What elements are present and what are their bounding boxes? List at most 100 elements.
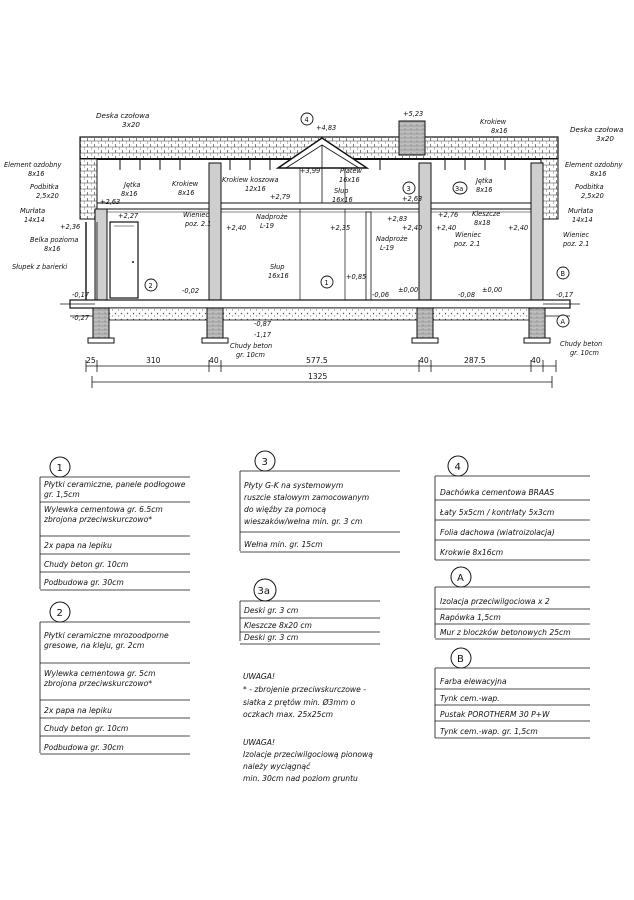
legend-1-row2-b: zbrojona przeciwskurczowo*: [43, 515, 152, 524]
note-2-line3: min. 30cm nad poziom gruntu: [243, 774, 358, 783]
marker-A-drawing: A: [561, 318, 566, 326]
label-podbitka-left: Podbitka: [30, 183, 59, 191]
label-krokiew-koszowa: Krokiew koszowa: [222, 176, 278, 184]
legend-A-marker: A: [457, 573, 464, 584]
level-276: +2,76: [438, 211, 458, 219]
label-belka-pozioma: Belka pozioma: [30, 236, 78, 244]
drawing-labels: Deska czołowa 3x20 Deska czołowa 3x20 El…: [4, 111, 623, 359]
label-wieniec-1: Wieniec: [183, 211, 209, 219]
legend-3a-row1: Deski gr. 3 cm: [244, 606, 298, 615]
label-wieniec-2: Wieniec: [455, 231, 481, 239]
level-000a: ±0,00: [398, 286, 418, 294]
label-slup-top: Słup: [334, 187, 348, 195]
legend-B-row4: Tynk cem.-wap. gr. 1,5cm: [440, 727, 538, 736]
label-krokiew-top: Krokiew: [480, 118, 507, 126]
legend-4: 4 Dachówka cementowa BRAAS Łaty 5x5cm / …: [434, 455, 590, 561]
label-kleszcze: Kleszcze: [472, 210, 500, 218]
wall-right: [530, 162, 544, 302]
foundation-2: [206, 307, 224, 339]
level-236: +2,36: [60, 223, 80, 231]
label-murlata-left: Murłata: [20, 207, 45, 215]
eave-left: [79, 158, 98, 220]
legend-3a-row3: Deski gr. 3 cm: [244, 633, 298, 642]
legend-1-row1-b: gr. 1,5cm: [44, 490, 80, 499]
wall-mid-1: [208, 162, 222, 302]
legend-4-row4: Krokwie 8x16cm: [440, 548, 503, 557]
label-element-ozdobny-right: Element ozdobny: [565, 161, 622, 169]
label-slupek-z-barierki: Słupek z barierki: [12, 263, 67, 271]
legend-4-marker: 4: [455, 462, 461, 473]
legend-2-marker: 2: [57, 608, 63, 619]
note-2-line1: Izolacje przeciwilgociową pionową: [243, 750, 373, 759]
level-m002: -0,02: [182, 287, 199, 295]
label-kleszcze-size: 8x18: [474, 219, 491, 227]
label-nadproze-2: Nadproże: [376, 235, 408, 243]
wall-mid-2: [418, 162, 432, 302]
level-263b: +2,63: [402, 195, 422, 203]
legend-3-marker: 3: [262, 457, 268, 468]
subbase: [94, 307, 544, 321]
level-240a: +2,40: [226, 224, 246, 232]
legend-3a-marker: 3a: [258, 586, 271, 597]
legend-1-row2-a: Wylewka cementowa gr. 6.5cm: [44, 505, 163, 514]
legend-2-row1-b: gresowe, na kleju, gr. 2cm: [44, 641, 144, 650]
marker-4-drawing: 4: [305, 116, 309, 124]
legend-B: B Farba elewacyjna Tynk cem.-wap. Pustak…: [434, 647, 590, 739]
level-m006: -0,06: [372, 291, 389, 299]
label-wieniec-3-poz: poz. 2.1: [562, 240, 589, 248]
label-slup-top-size: 16x16: [332, 196, 353, 204]
level-263: +2,63: [100, 198, 120, 206]
level-ridge-chimney: +5,23: [403, 110, 423, 118]
foundation-3: [416, 307, 434, 339]
label-platew: Płatew: [340, 167, 363, 175]
foundation-1: [92, 307, 110, 339]
level-m017b: -0,17: [556, 291, 574, 299]
label-chudy-beton-1: Chudy beton: [230, 342, 272, 350]
level-m087: -0,87: [254, 320, 272, 328]
label-nadproze-2-type: L-19: [380, 244, 394, 252]
legend-1: 1 Płytki ceramiczne, panele podłogowe gr…: [39, 456, 190, 591]
legend-B-marker: B: [457, 654, 464, 665]
label-element-ozdobny-right-size: 8x16: [590, 170, 607, 178]
label-krokiew-left-size: 8x16: [178, 189, 195, 197]
dim-40a: 40: [209, 356, 219, 365]
legend-1-row1-a: Płytki ceramiczne, panele podłogowe: [44, 480, 186, 489]
legend-3a-row2: Kleszcze 8x20 cm: [244, 621, 312, 630]
label-krokiew-top-size: 8x16: [491, 127, 508, 135]
legend-2-row2-b: zbrojona przeciwskurczowo*: [43, 679, 152, 688]
label-deska-czolowa-left-size: 3x20: [122, 120, 140, 129]
building-section: [60, 120, 580, 344]
label-murlata-right-size: 14x14: [572, 216, 593, 224]
dim-40b: 40: [419, 356, 429, 365]
foundation-4: [528, 307, 546, 339]
note-1-title: UWAGA!: [243, 672, 275, 681]
level-240b: +2,40: [402, 224, 422, 232]
legend-A-row2: Rapówka 1,5cm: [440, 613, 501, 622]
legend-3-row1-c: do więźby za pomocą: [244, 505, 326, 514]
label-wieniec-3: Wieniec: [563, 231, 589, 239]
legend-4-row2: Łaty 5x5cm / kontrłaty 5x3cm: [439, 508, 554, 517]
label-chudy-beton-2-size: gr. 10cm: [570, 349, 599, 357]
level-m008: -0,08: [458, 291, 475, 299]
label-belka-pozioma-size: 8x16: [44, 245, 61, 253]
legend-3: 3 Płyty G-K na systemowym ruszcie stalow…: [239, 450, 400, 553]
label-podbitka-left-size: 2,5x20: [36, 192, 59, 200]
note-2-title: UWAGA!: [243, 738, 275, 747]
label-element-ozdobny-left: Element ozdobny: [4, 161, 61, 169]
label-slup-mid-size: 16x16: [268, 272, 289, 280]
legend-B-row1: Farba elewacyjna: [440, 677, 507, 686]
label-jetka-left: Jętka: [122, 181, 140, 189]
dim-total: 1325: [308, 372, 327, 381]
label-deska-czolowa-right: Deska czołowa: [570, 125, 623, 134]
marker-B-drawing: B: [561, 270, 566, 278]
eave-right: [540, 158, 559, 220]
label-chudy-beton-1-size: gr. 10cm: [236, 351, 265, 359]
marker-3-drawing: 3: [407, 185, 411, 193]
label-murlata-right: Murłata: [568, 207, 593, 215]
label-podbitka-right-size: 2,5x20: [581, 192, 604, 200]
dim-5775: 577.5: [306, 356, 328, 365]
label-nadproze-1: Nadproże: [256, 213, 288, 221]
label-element-ozdobny-left-size: 8x16: [28, 170, 45, 178]
